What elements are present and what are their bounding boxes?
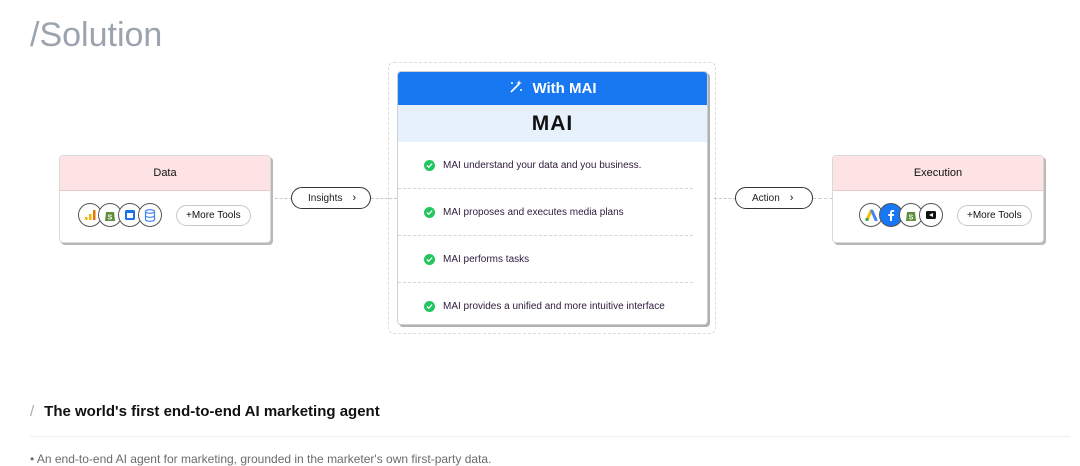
feature-item: MAI performs tasks bbox=[398, 236, 693, 283]
page-title: /Solution bbox=[30, 16, 163, 54]
data-logos: S bbox=[78, 203, 162, 227]
feature-item: MAI understand your data and you busines… bbox=[398, 142, 693, 189]
check-icon bbox=[424, 206, 435, 218]
action-label: Action bbox=[752, 192, 780, 204]
feature-text: MAI proposes and executes media plans bbox=[443, 206, 624, 218]
heading-text: The world's first end-to-end AI marketin… bbox=[44, 403, 380, 420]
execution-more-tools-button[interactable]: +More Tools bbox=[957, 204, 1032, 226]
data-more-tools-button[interactable]: +More Tools bbox=[176, 204, 251, 226]
feature-text: MAI understand your data and you busines… bbox=[443, 159, 642, 171]
check-icon bbox=[424, 159, 435, 171]
connector-line bbox=[371, 198, 397, 200]
database-icon bbox=[138, 203, 162, 227]
check-icon bbox=[424, 253, 435, 265]
mai-card: With MAI MAI MAI understand your data an… bbox=[397, 71, 708, 325]
insights-label: Insights bbox=[308, 192, 343, 204]
shopify-icon: S bbox=[899, 203, 923, 227]
data-card: Data S +More Tools bbox=[59, 155, 271, 243]
execution-card: Execution S +More Tools bbox=[832, 155, 1044, 243]
action-button[interactable]: Action › bbox=[735, 187, 813, 209]
feature-item: MAI proposes and executes media plans bbox=[398, 189, 693, 236]
magic-wand-icon bbox=[508, 79, 524, 99]
mai-banner-label: With MAI bbox=[532, 80, 597, 97]
mai-logo: MAI bbox=[398, 105, 707, 142]
bullet-text: • An end-to-end AI agent for marketing, … bbox=[30, 452, 492, 466]
chevron-right-icon: › bbox=[352, 192, 357, 204]
insights-button[interactable]: Insights › bbox=[291, 187, 371, 209]
connector-line bbox=[270, 198, 292, 200]
svg-text:S: S bbox=[909, 214, 914, 221]
tiktok-icon bbox=[919, 203, 943, 227]
connector-line bbox=[714, 198, 736, 200]
feature-text: MAI performs tasks bbox=[443, 253, 530, 265]
feature-item: MAI provides a unified and more intuitiv… bbox=[398, 283, 693, 324]
connector-line bbox=[813, 198, 833, 200]
divider bbox=[30, 436, 1070, 437]
mai-banner: With MAI bbox=[398, 72, 707, 105]
data-card-header: Data bbox=[60, 156, 270, 191]
svg-text:S: S bbox=[108, 214, 113, 221]
check-icon bbox=[424, 300, 435, 312]
feature-text: MAI provides a unified and more intuitiv… bbox=[443, 300, 665, 312]
execution-logos: S bbox=[859, 203, 943, 227]
chevron-right-icon: › bbox=[789, 192, 794, 204]
heading-slash: / bbox=[30, 403, 35, 420]
section-heading: / The world's first end-to-end AI market… bbox=[30, 403, 380, 420]
execution-card-header: Execution bbox=[833, 156, 1043, 191]
calendar-icon bbox=[118, 203, 142, 227]
